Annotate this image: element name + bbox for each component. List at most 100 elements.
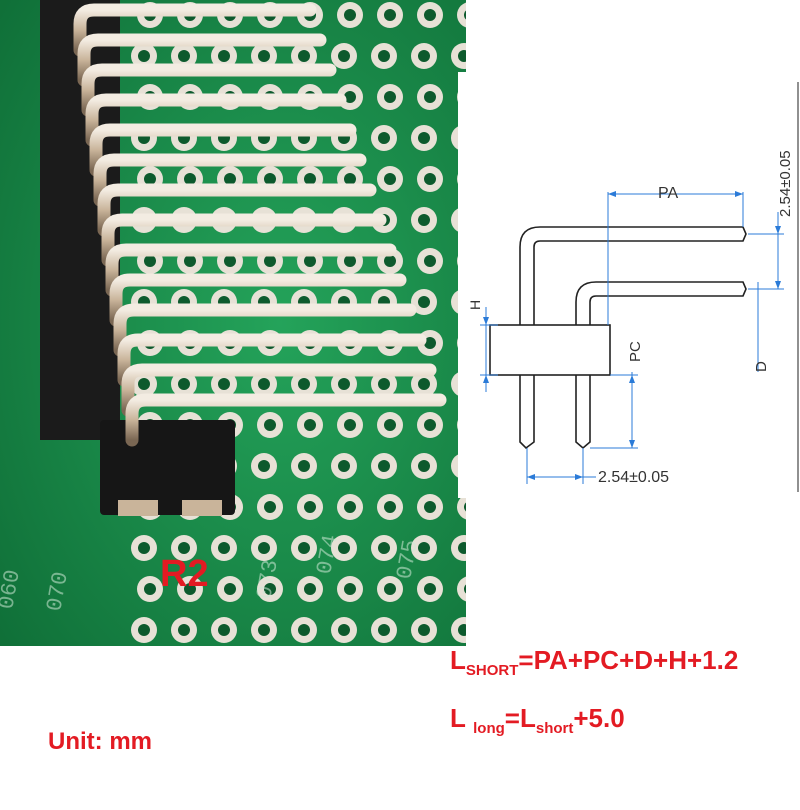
header-pin <box>105 243 397 297</box>
pad-hole <box>258 460 270 472</box>
pad-hole <box>344 173 356 185</box>
formula-short-length: LSHORT=PA+PC+D+H+1.2 <box>450 645 738 679</box>
pad-hole <box>464 502 466 512</box>
pad-hole <box>178 624 190 636</box>
pad-hole <box>264 419 276 431</box>
formula-equals: =L <box>504 703 536 733</box>
header-pin <box>89 123 357 177</box>
pad-hole <box>178 542 190 554</box>
pad-hole <box>424 501 436 513</box>
header-pin <box>125 393 447 447</box>
pad-hole <box>378 50 390 62</box>
pad-hole <box>384 501 396 513</box>
pad-hole <box>298 542 310 554</box>
unit-label: Unit: mm <box>48 728 152 755</box>
pad-hole <box>298 460 310 472</box>
header-pin <box>93 153 367 207</box>
pad-hole <box>344 501 356 513</box>
header-pin <box>113 303 417 357</box>
bent-pin-row <box>73 3 447 447</box>
formula-subscript: long <box>473 720 505 737</box>
pad-hole <box>384 173 396 185</box>
pad-hole <box>258 50 270 62</box>
solder-pad <box>457 494 466 520</box>
pad-hole <box>418 460 430 472</box>
pad-hole <box>138 542 150 554</box>
pad-hole <box>418 132 430 144</box>
header-pin <box>109 273 407 327</box>
header-pin <box>121 363 437 417</box>
formula-symbol: L <box>450 645 466 675</box>
pad-hole <box>418 50 430 62</box>
pad-hole <box>378 460 390 472</box>
pad-hole <box>458 624 466 636</box>
formula-long-length: L long=Lshort+5.0 <box>450 703 625 737</box>
pad-hole <box>424 9 436 21</box>
pad-hole <box>184 583 196 595</box>
pad-hole <box>304 501 316 513</box>
dimension-drawing: PA 2.54±0.05 H PC D 2.54±0.05 <box>458 72 800 498</box>
pad-hole <box>138 50 150 62</box>
formula-symbol: L <box>450 703 466 733</box>
pad-hole <box>338 378 350 390</box>
pad-hole <box>224 173 236 185</box>
header-pin <box>101 213 387 267</box>
formula-subscript: SHORT <box>465 662 519 679</box>
pad-hole <box>264 583 276 595</box>
header-pin <box>85 93 347 147</box>
pad-hole <box>178 378 190 390</box>
pad-hole <box>418 624 430 636</box>
pad-hole <box>338 542 350 554</box>
pad-hole <box>258 378 270 390</box>
pad-hole <box>304 173 316 185</box>
pad-hole <box>298 50 310 62</box>
header-pin <box>117 333 427 387</box>
pad-hole <box>378 624 390 636</box>
pad-hole <box>344 91 356 103</box>
pad-hole <box>264 173 276 185</box>
pad-hole <box>264 255 276 267</box>
pad-hole <box>378 378 390 390</box>
pad-hole <box>378 132 390 144</box>
pad-hole <box>218 624 230 636</box>
pad-hole <box>344 9 356 21</box>
pad-hole <box>424 419 436 431</box>
formula-expression: =PA+PC+D+H+1.2 <box>518 645 739 675</box>
pad-hole <box>304 419 316 431</box>
solder-pad <box>457 576 466 602</box>
header-body-outline <box>489 324 611 376</box>
pad-hole <box>424 583 436 595</box>
dim-pc-label: PC <box>627 341 644 362</box>
pad-hole <box>418 378 430 390</box>
pad-hole <box>218 542 230 554</box>
pad-hole <box>338 624 350 636</box>
pad-hole <box>224 255 236 267</box>
pad-hole <box>258 624 270 636</box>
pad-hole <box>418 214 430 226</box>
pad-hole <box>338 460 350 472</box>
pad-hole <box>264 501 276 513</box>
pad-hole <box>184 173 196 185</box>
pad-hole <box>384 255 396 267</box>
pad-hole <box>218 50 230 62</box>
pad-hole <box>344 419 356 431</box>
header-pin <box>73 3 317 57</box>
pad-hole <box>344 583 356 595</box>
pad-hole <box>424 173 436 185</box>
pad-hole <box>304 255 316 267</box>
short-pin-outline <box>575 281 747 325</box>
pad-hole <box>298 378 310 390</box>
pad-hole <box>384 9 396 21</box>
pad-hole <box>138 378 150 390</box>
pad-hole <box>344 255 356 267</box>
pad-hole <box>418 542 430 554</box>
dim-pa-label: PA <box>658 185 678 202</box>
header-pin <box>81 63 337 117</box>
formula-subscript: short <box>535 720 574 737</box>
pad-hole <box>384 583 396 595</box>
pad-hole <box>424 337 436 349</box>
pad-hole <box>298 624 310 636</box>
pad-hole <box>338 50 350 62</box>
dim-pitch-horizontal-label: 2.54±0.05 <box>598 469 669 486</box>
dim-pitch-vertical-label: 2.54±0.05 <box>777 150 794 217</box>
